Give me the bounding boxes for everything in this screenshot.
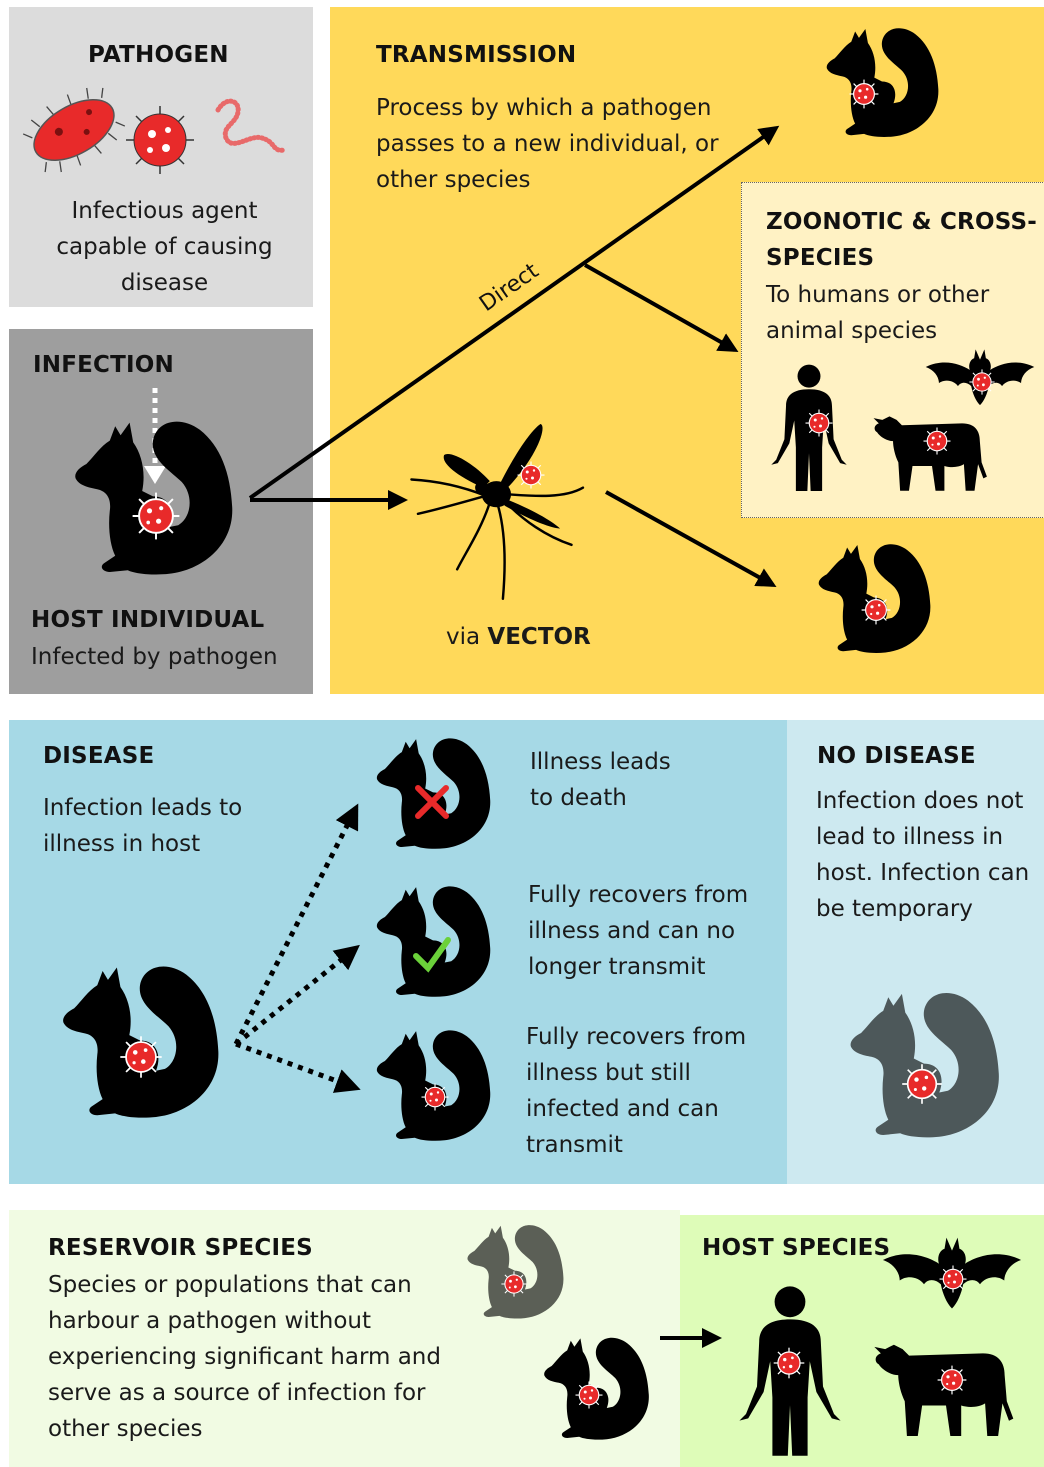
host-cow-virus-icon xyxy=(938,1366,967,1395)
host-bat-virus-icon xyxy=(940,1266,967,1293)
bacterium-icon xyxy=(17,78,131,183)
carrier-squirrel-icon xyxy=(377,1030,490,1140)
squirrel-vector-icon xyxy=(819,544,931,653)
direct-arrow-line xyxy=(250,128,776,498)
virus-icon xyxy=(126,106,194,174)
host-cow-icon xyxy=(874,1345,1013,1436)
virus-cow-icon xyxy=(924,428,951,455)
no-disease-squirrel-icon xyxy=(851,993,999,1137)
host-squirrel-icon xyxy=(75,422,232,575)
virus-direct-icon xyxy=(850,80,879,109)
squirrel-direct-icon xyxy=(827,28,939,137)
reservoir-faded-squirrel-icon xyxy=(467,1225,563,1318)
cow-icon xyxy=(874,416,987,490)
outcome-recover-carrier-arrow xyxy=(236,1044,356,1088)
cross-species-arrow xyxy=(585,265,735,350)
outcome-recover-immune-arrow xyxy=(236,948,356,1044)
virus-bat-icon xyxy=(969,369,994,394)
virus-vector-host-icon xyxy=(862,596,891,625)
host-virus-icon xyxy=(133,493,180,540)
virus-human-icon xyxy=(806,410,833,437)
recovered-squirrel-icon xyxy=(377,886,490,996)
carrier-virus-icon xyxy=(422,1084,449,1111)
infection-arrowhead xyxy=(144,466,166,484)
reservoir-virus-icon xyxy=(576,1382,603,1409)
reservoir-faded-virus-icon xyxy=(501,1271,526,1296)
vector-to-host-arrow xyxy=(606,492,773,585)
host-human-virus-icon xyxy=(774,1348,805,1379)
worm-icon xyxy=(218,101,284,150)
diseased-virus-icon xyxy=(120,1036,161,1077)
virus-vector-icon xyxy=(518,462,545,489)
outcome-death-arrow xyxy=(236,808,356,1044)
human-icon xyxy=(771,365,846,491)
dead-squirrel-icon xyxy=(377,738,490,848)
mosquito-icon xyxy=(411,424,583,599)
no-disease-virus-icon xyxy=(902,1064,942,1104)
direct-label: Direct xyxy=(475,258,544,316)
